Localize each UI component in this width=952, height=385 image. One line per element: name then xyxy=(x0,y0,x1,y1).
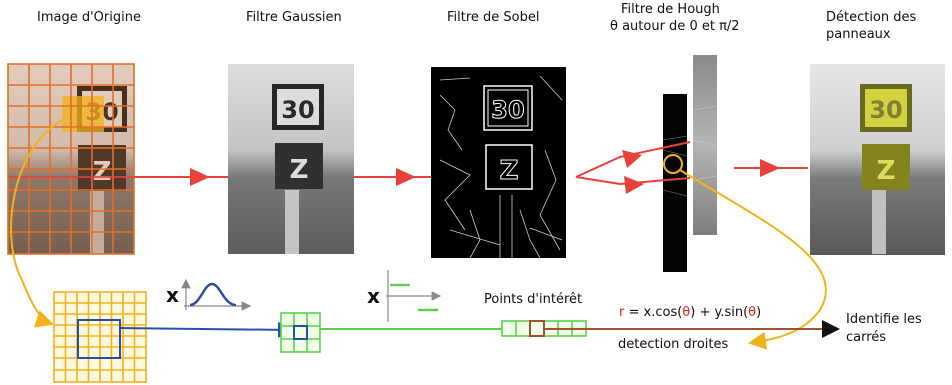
arrow-to-sobel xyxy=(396,168,416,186)
highlight-cell xyxy=(62,96,104,132)
pipeline-arrows xyxy=(8,141,808,194)
title-hough-1: Filtre de Hough xyxy=(621,2,720,17)
sign-letter-original: Z xyxy=(93,157,112,187)
arrow-to-hough-2 xyxy=(624,176,644,194)
gaussian-curve-icon xyxy=(181,278,252,311)
equation-part3: ) xyxy=(756,305,762,320)
sobel-image: 30 Z xyxy=(431,67,566,259)
original-image: 30 Z xyxy=(7,63,135,255)
title-gaussian: Filtre Gaussien xyxy=(246,10,342,25)
identify-label-1: Identifie les xyxy=(846,312,922,327)
sign-number-sobel: 30 xyxy=(491,96,524,124)
title-sobel: Filtre de Sobel xyxy=(447,10,540,25)
equation-part1: = x.cos( xyxy=(624,305,683,320)
multiply-sobel-sign: x xyxy=(367,284,380,308)
arrow-to-detection xyxy=(760,159,780,177)
equation-theta2: θ xyxy=(748,305,757,320)
arrow-to-gaussian xyxy=(190,168,210,186)
gaussian-image: 30 Z xyxy=(228,64,354,254)
hough-space xyxy=(662,55,718,272)
title-detection-1: Détection des xyxy=(826,10,917,25)
sign-letter-detection: Z xyxy=(877,156,896,186)
sign-letter-gaussian: Z xyxy=(290,155,309,185)
yellow-link-kernel xyxy=(10,119,63,328)
arrow-kernel-to-gradient xyxy=(119,321,294,338)
detected-box-2 xyxy=(862,144,910,190)
yellow-link-detection xyxy=(679,169,827,350)
identify-label-2: carrés xyxy=(846,330,887,345)
title-hough-2: θ autour de 0 et π/2 xyxy=(610,19,740,34)
sobel-kernel-icon xyxy=(386,270,442,322)
detection-image: 30 Z xyxy=(810,64,945,255)
detected-box-1 xyxy=(860,84,912,132)
multiply-gauss-sign: x xyxy=(166,283,179,307)
points-label: Points d'intérêt xyxy=(484,292,583,307)
kernel-window xyxy=(77,319,121,359)
equation-r: r xyxy=(619,305,625,320)
kernel-grid xyxy=(53,291,147,383)
sign-number-detection: 30 xyxy=(869,96,902,124)
gradient-grid xyxy=(280,312,321,353)
arrow-to-hough-1 xyxy=(622,150,642,168)
equation: r = x.cos(θ) + y.sin(θ) xyxy=(619,305,761,321)
equation-theta1: θ xyxy=(682,305,691,320)
sign-number-gaussian: 30 xyxy=(281,96,314,124)
detection-droites-label: detection droites xyxy=(618,337,729,352)
equation-part2: ) + y.sin( xyxy=(690,305,749,320)
title-original: Image d'Origine xyxy=(37,10,141,25)
orange-grid xyxy=(7,63,135,255)
hough-peak-marker xyxy=(663,154,683,174)
title-detection-2: panneaux xyxy=(826,27,891,42)
sign-letter-sobel: Z xyxy=(500,156,519,186)
